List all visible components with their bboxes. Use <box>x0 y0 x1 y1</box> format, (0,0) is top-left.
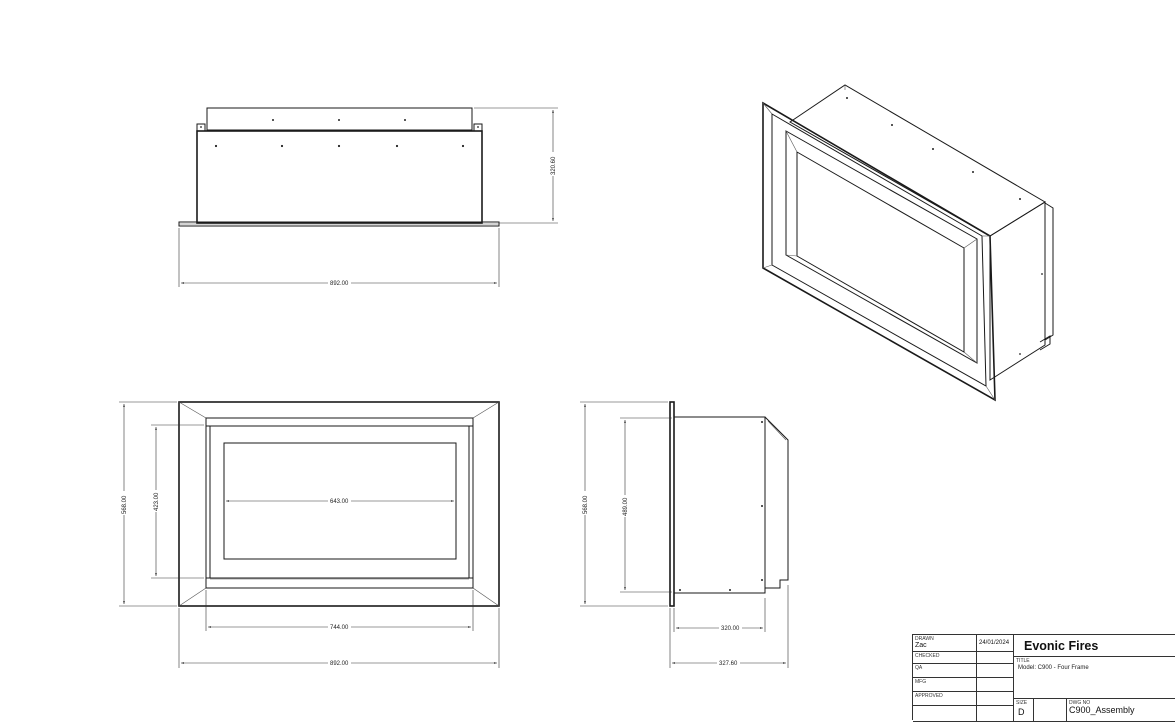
mfg-cell: MFG <box>913 678 977 692</box>
approved-caption: APPROVED <box>915 693 943 699</box>
title-cell: TITLE Model: C900 - Four Frame <box>1014 657 1175 699</box>
checked-caption: CHECKED <box>915 653 940 659</box>
dwg-no-caption: DWG NO <box>1069 700 1091 706</box>
size-caption: SIZE <box>1016 700 1028 706</box>
dwg-no-cell: DWG NO C900_Assembly <box>1067 699 1175 722</box>
dim-front-inner-width: 744.00 <box>330 625 349 631</box>
dim-front-inner-height: 423.00 <box>154 492 160 511</box>
drawing-number: C900_Assembly <box>1069 705 1135 715</box>
top-view: 320.60 892.00 <box>178 107 558 287</box>
side-view: 568.00 489.00 320.00 327.60 <box>580 401 789 668</box>
sheet-size: D <box>1018 707 1025 717</box>
dim-side-body-depth: 320.00 <box>721 626 740 632</box>
company-cell: Evonic Fires <box>1014 635 1175 657</box>
title-block: DRAWN Zac 24/01/2024 CHECKED QA MFG APPR… <box>912 634 1175 722</box>
dim-side-total-depth: 327.60 <box>719 661 738 667</box>
dim-front-outer-height: 568.00 <box>122 495 128 514</box>
dim-top-view-width: 892.00 <box>330 281 349 287</box>
dim-front-outer-width: 892.00 <box>330 661 349 667</box>
dim-side-body-height: 489.00 <box>623 497 629 516</box>
drawn-cell: DRAWN Zac <box>913 635 977 652</box>
approved-cell: APPROVED <box>913 692 977 706</box>
drawn-caption: DRAWN <box>915 636 934 642</box>
drawn-date: 24/01/2024 <box>979 640 1010 646</box>
qa-cell: QA <box>913 664 977 678</box>
date-cell: 24/01/2024 <box>977 635 1014 652</box>
dim-top-view-height: 320.60 <box>551 156 557 175</box>
drawing-title: Model: C900 - Four Frame <box>1018 665 1089 671</box>
qa-caption: QA <box>915 665 923 671</box>
front-view: 643.00 568.00 423.00 744.00 892.00 <box>119 401 500 668</box>
size-cell: SIZE D <box>1014 699 1034 722</box>
isometric-view <box>762 84 1054 402</box>
title-caption: TITLE <box>1016 658 1030 664</box>
drawn-by: Zac <box>915 642 927 649</box>
dim-side-outer-height: 568.00 <box>583 495 589 514</box>
checked-cell: CHECKED <box>913 652 977 664</box>
company-name: Evonic Fires <box>1024 639 1099 653</box>
dim-front-glass-width: 643.00 <box>330 499 349 505</box>
mfg-caption: MFG <box>915 679 927 685</box>
